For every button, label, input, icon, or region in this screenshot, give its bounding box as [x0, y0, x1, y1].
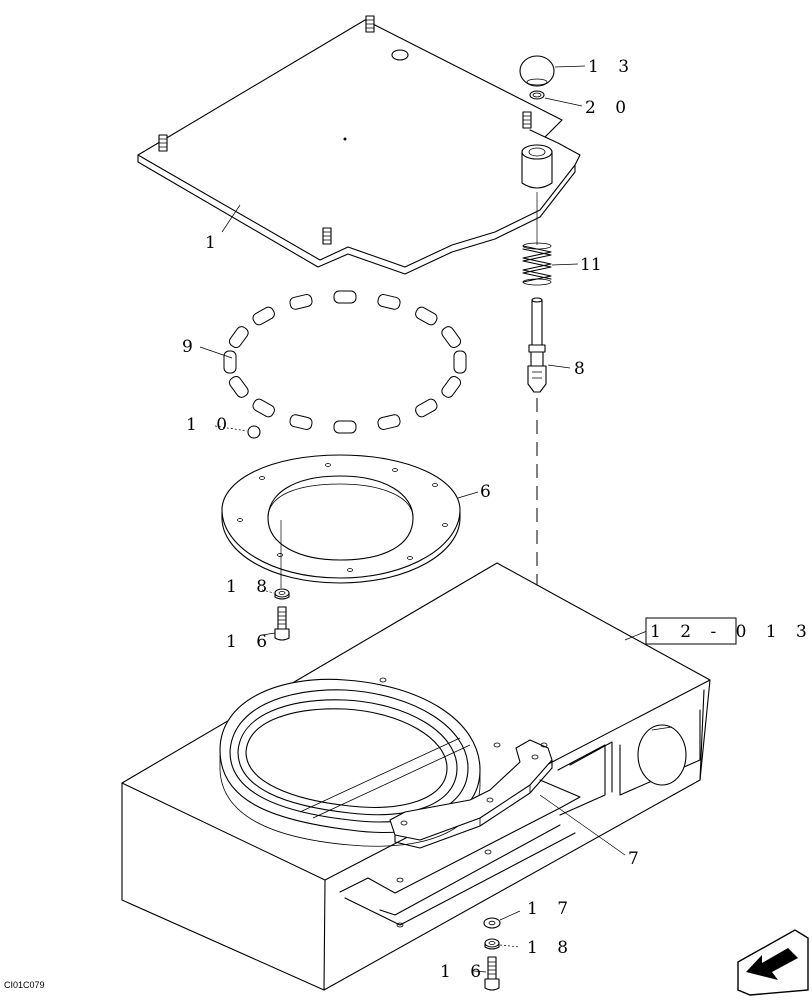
reference-box[interactable]: 1 2 - 0 1 3 - 0 0 — [645, 617, 812, 645]
bolt-upper — [274, 606, 290, 641]
stud — [522, 111, 532, 129]
pin — [527, 297, 547, 393]
roller — [441, 326, 462, 349]
label-part-18-lower: 1 8 — [527, 938, 575, 958]
label-part-10: 1 0 — [186, 415, 234, 435]
knob — [519, 55, 555, 87]
ring-plate — [221, 454, 461, 584]
roller — [441, 375, 462, 398]
bracket-arm — [389, 739, 553, 849]
roller — [252, 398, 275, 418]
cover-plate — [137, 15, 581, 275]
label-part-8: 8 — [574, 359, 585, 379]
figure-code: CI01C079 — [4, 980, 45, 990]
roller-ring — [223, 290, 467, 434]
stud — [158, 134, 168, 152]
washer-upper — [274, 588, 290, 600]
label-part-13: 1 3 — [588, 57, 636, 77]
ball — [247, 425, 261, 439]
label-part-7: 7 — [628, 849, 639, 869]
stud — [365, 15, 375, 33]
label-part-20: 2 0 — [585, 98, 633, 118]
roller — [228, 326, 249, 349]
label-part-1: 1 — [205, 233, 223, 253]
roller — [252, 306, 275, 326]
roller — [415, 306, 438, 326]
roller — [453, 350, 467, 374]
o-ring — [529, 90, 545, 100]
sleeve — [521, 144, 553, 189]
roller — [228, 375, 249, 398]
label-part-18-upper: 1 8 — [226, 577, 274, 597]
nav-arrow-icon[interactable] — [737, 929, 809, 996]
roller — [377, 414, 401, 430]
label-part-11: 11 — [580, 255, 602, 275]
bolt-lower — [484, 956, 500, 991]
label-part-6: 6 — [480, 482, 491, 502]
bearing-ring — [219, 678, 481, 847]
stud — [322, 227, 332, 245]
label-part-17: 1 7 — [527, 899, 575, 919]
label-part-9: 9 — [182, 337, 193, 357]
roller — [289, 294, 313, 310]
roller — [377, 294, 401, 310]
reference-box-text: 1 2 - 0 1 3 - 0 0 — [650, 622, 812, 642]
roller — [223, 350, 237, 374]
spring — [522, 242, 552, 286]
roller — [333, 290, 357, 304]
roller — [289, 414, 313, 430]
washer-17 — [483, 917, 501, 929]
roller — [333, 420, 357, 434]
label-part-16-upper: 1 6 — [226, 632, 274, 652]
washer-lower — [484, 938, 500, 950]
label-part-16-lower: 1 6 — [440, 962, 488, 982]
roller — [415, 398, 438, 418]
